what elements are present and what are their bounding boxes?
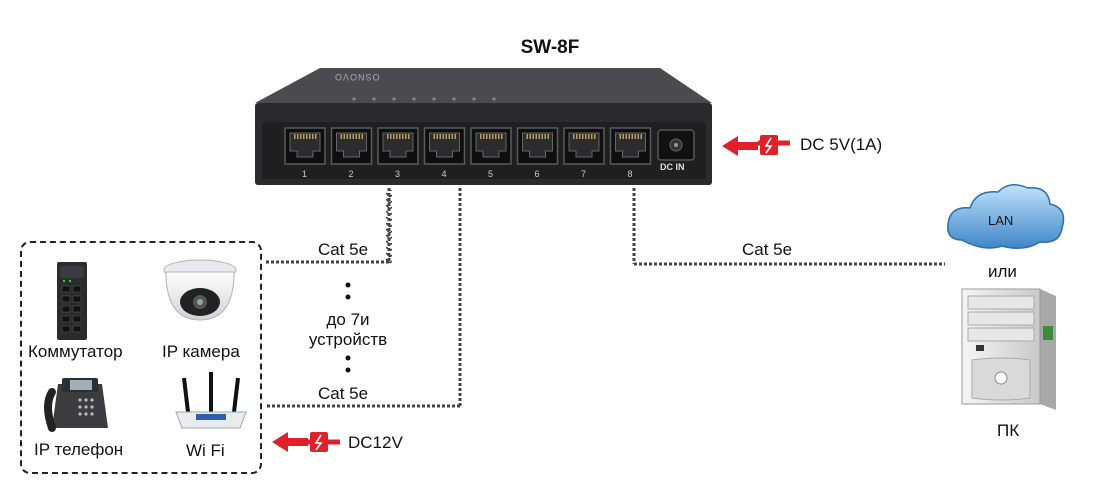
switch-power-label: DC 5V(1A)	[800, 135, 883, 154]
port-number-7: 7	[581, 169, 587, 179]
device-power-label: DC12V	[348, 433, 403, 452]
ellipsis-dots-upper	[345, 282, 351, 300]
cable-label-lower: Cat 5e	[318, 384, 369, 403]
ethernet-port-5	[470, 127, 512, 165]
ip-camera-icon	[163, 259, 237, 321]
ethernet-port-6	[516, 127, 559, 165]
dc-in-label: DC IN	[660, 162, 685, 172]
wifi-router-icon	[175, 372, 247, 429]
cable-label-right: Cat 5e	[742, 240, 793, 259]
device-label-ip-camera: IP камера	[162, 342, 240, 361]
cable-port4	[265, 188, 462, 408]
power-arrow-switch	[722, 135, 790, 156]
switch-brand: OSNOVO	[334, 72, 380, 82]
port-number-8: 8	[627, 169, 633, 179]
cable-port8	[632, 188, 945, 266]
ethernet-port-4	[423, 127, 466, 165]
device-count-note-line2: устройств	[308, 330, 388, 349]
ethernet-port-2	[330, 127, 373, 165]
diagram-title: SW-8F	[520, 37, 580, 58]
cable-port3	[265, 188, 391, 264]
ethernet-port-1	[284, 127, 326, 165]
device-label-wifi: Wi Fi	[186, 441, 225, 460]
device-label-switch: Коммутатор	[28, 342, 123, 361]
lan-label: LAN	[988, 213, 1014, 228]
pc-label: ПК	[997, 421, 1020, 440]
ellipsis-dots-lower	[345, 355, 351, 373]
ethernet-port-8	[609, 127, 652, 165]
port-number-1: 1	[302, 169, 308, 179]
device-count-note-line1: до 7и	[326, 310, 370, 329]
network-switch	[255, 68, 712, 185]
device-label-ip-phone: IP телефон	[34, 440, 124, 459]
power-arrow-devices	[272, 432, 340, 452]
cable-label-upper: Cat 5e	[318, 240, 369, 259]
industrial-switch-icon	[57, 262, 87, 340]
ethernet-port-3	[377, 127, 419, 165]
port-number-2: 2	[348, 169, 354, 179]
pc-tower-icon	[961, 288, 1056, 410]
ip-phone-icon	[44, 378, 108, 432]
port-number-5: 5	[488, 169, 494, 179]
device-group-box	[20, 241, 262, 474]
lan-cloud-icon	[947, 184, 1065, 249]
port-number-6: 6	[534, 169, 540, 179]
or-label: или	[988, 262, 1017, 281]
ethernet-port-7	[563, 127, 605, 165]
port-number-4: 4	[441, 169, 447, 179]
port-number-3: 3	[395, 169, 401, 179]
